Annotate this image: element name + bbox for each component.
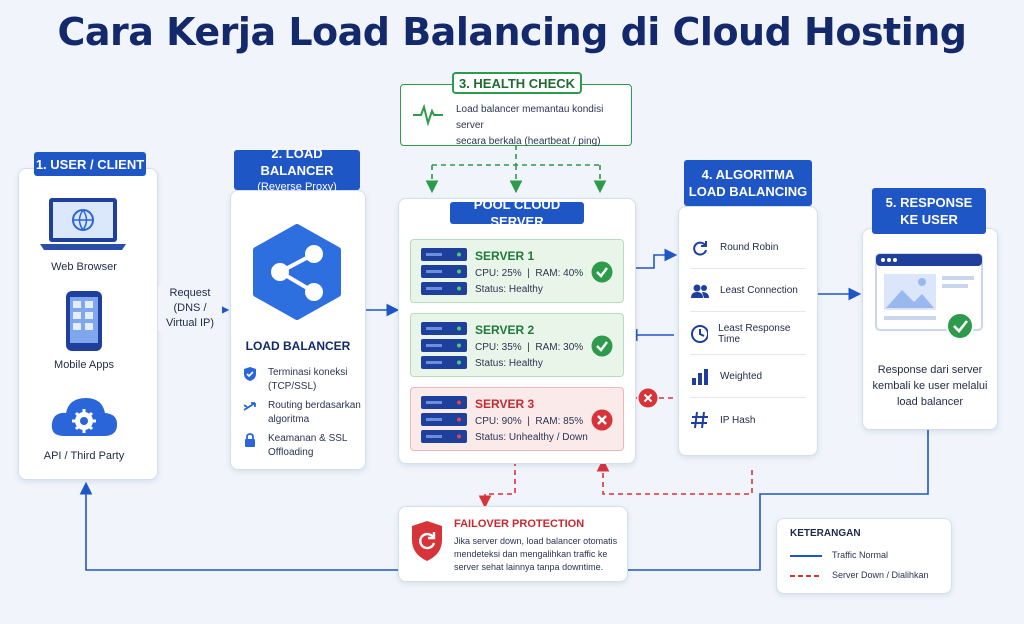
check-circle-icon	[591, 335, 613, 357]
feature-connection-termination: Terminasi koneksi (TCP/SSL)	[242, 366, 372, 394]
failover-arrows	[478, 452, 753, 509]
health-check-tag: 3. HEALTH CHECK	[452, 72, 582, 94]
algorithm-panel	[678, 206, 818, 456]
legend-swatches	[790, 555, 822, 577]
server1-to-algo-arrow	[623, 248, 678, 269]
load-balancer-tag: 2. LOAD BALANCER (Reverse Proxy)	[234, 146, 360, 193]
feature-routing: Routing berdasarkan algoritma	[242, 399, 372, 427]
server-3-status: Status: Unhealthy / Down	[475, 432, 588, 443]
algorithm-tag: 4. ALGORITMA LOAD BALANCING	[684, 160, 812, 206]
check-circle-icon	[591, 261, 613, 283]
cloud-gear-icon	[51, 398, 118, 436]
lock-icon	[245, 433, 255, 447]
share-hexagon-icon	[253, 224, 341, 320]
response-description: Response dari server kembali ke user mel…	[872, 364, 988, 408]
server-rack-icon	[421, 396, 467, 443]
algo-least-connection: Least Connection	[690, 270, 806, 312]
server-1-card: SERVER 1 CPU: 25% | RAM: 40% Status: Hea…	[410, 239, 624, 303]
server-2-card: SERVER 2 CPU: 35% | RAM: 30% Status: Hea…	[410, 313, 624, 377]
server-3-stats: CPU: 90% | RAM: 85%	[475, 416, 584, 427]
server-3-name: SERVER 3	[475, 397, 535, 411]
algo-ip-hash: IP Hash	[690, 399, 806, 441]
server-1-status: Status: Healthy	[475, 284, 543, 295]
algo-round-robin: Round Robin	[690, 227, 806, 269]
routing-arrows-icon	[243, 402, 256, 411]
server-rack-icon	[421, 248, 467, 295]
legend-normal-label: Traffic Normal	[832, 550, 889, 560]
x-circle-icon	[591, 409, 613, 431]
health-check-description: Load balancer memantau kondisi server se…	[456, 104, 604, 147]
request-label: Request (DNS / Virtual IP)	[158, 286, 222, 331]
mobile-apps-label: Mobile Apps	[54, 359, 114, 371]
algo-weighted: Weighted	[690, 356, 806, 398]
blocked-x-icon	[638, 388, 658, 408]
heartbeat-icon	[413, 103, 443, 127]
pool-cloud-server-tag: POOL CLOUD SERVER	[450, 197, 584, 229]
shield-refresh-icon	[412, 521, 442, 561]
bar-chart-icon	[692, 368, 708, 385]
server-2-name: SERVER 2	[475, 323, 535, 337]
response-tag: 5. RESPONSE KE USER	[872, 188, 986, 234]
legend-title: KETERANGAN	[790, 528, 861, 539]
shield-check-icon	[244, 367, 256, 381]
browser-window-icon	[875, 253, 983, 340]
load-balancer-name: LOAD BALANCER	[245, 339, 351, 353]
server-2-stats: CPU: 35% | RAM: 30%	[475, 342, 584, 353]
refresh-icon	[693, 240, 707, 256]
server-1-name: SERVER 1	[475, 249, 535, 263]
web-browser-label: Web Browser	[51, 261, 117, 273]
api-third-party-label: API / Third Party	[43, 450, 125, 462]
server-3-card: SERVER 3 CPU: 90% | RAM: 85% Status: Unh…	[410, 387, 624, 451]
feature-ssl-offloading: Keamanan & SSL Offloading	[242, 432, 372, 460]
server-1-stats: CPU: 25% | RAM: 40%	[475, 268, 584, 279]
hash-icon	[691, 411, 708, 429]
failover-title: FAILOVER PROTECTION	[454, 518, 585, 530]
server-rack-icon	[421, 322, 467, 369]
response-return-line	[79, 430, 929, 571]
clock-icon	[691, 324, 709, 343]
failover-description: Jika server down, load balancer otomatis…	[454, 536, 618, 572]
health-check-arrows	[425, 145, 607, 194]
user-client-tag: 1. USER / CLIENT	[34, 152, 146, 176]
mobile-phone-icon	[66, 291, 102, 351]
algo-least-response-time: Least Response Time	[690, 313, 806, 355]
server-2-status: Status: Healthy	[475, 358, 543, 369]
legend-down-label: Server Down / Dialihkan	[832, 570, 929, 580]
laptop-icon	[40, 198, 126, 250]
page-title: Cara Kerja Load Balancing di Cloud Hosti…	[57, 10, 967, 54]
users-icon	[691, 284, 709, 298]
